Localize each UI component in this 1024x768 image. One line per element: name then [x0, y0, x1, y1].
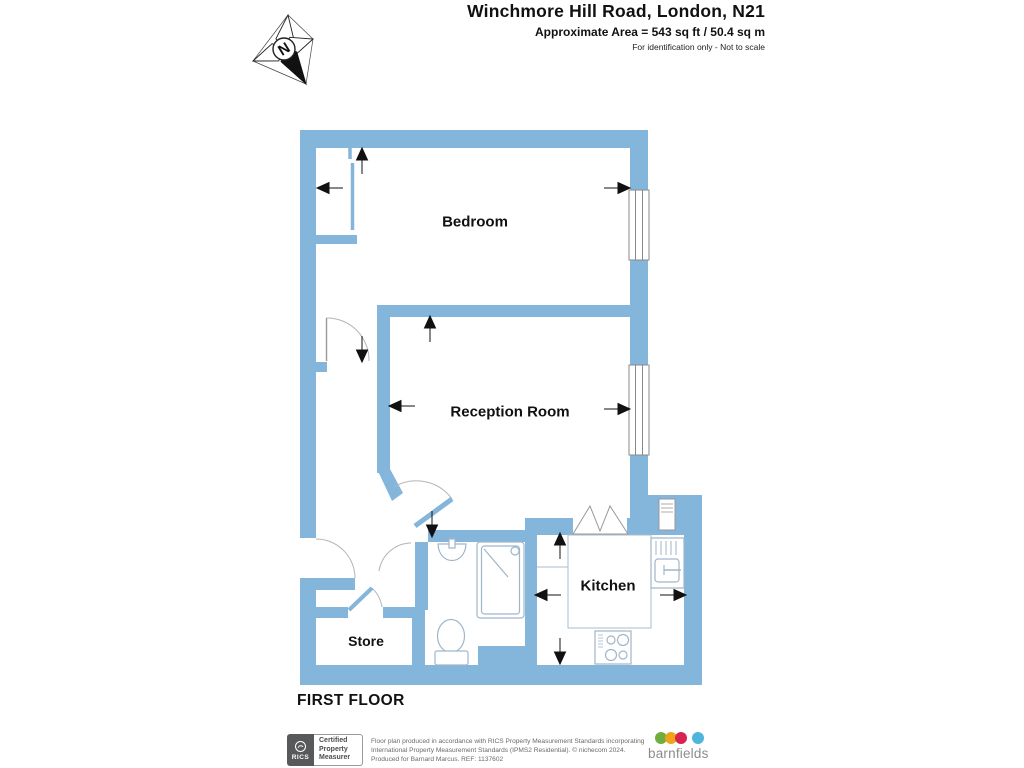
walls — [300, 130, 702, 685]
rics-certification: Certified Property Measurer — [314, 734, 363, 766]
disclaimer: Floor plan produced in accordance with R… — [371, 737, 663, 764]
floor-label: FIRST FLOOR — [297, 692, 405, 709]
compass-north-icon: N — [251, 13, 315, 86]
disclaimer-line: International Property Measurement Stand… — [371, 747, 626, 754]
rics-cert-line: Property — [319, 745, 348, 753]
bathroom-door — [378, 542, 412, 572]
rics-badge: RICS Certified Property Measurer — [287, 734, 363, 766]
brand-name: barnfields — [648, 746, 709, 761]
kitchen-sink — [650, 537, 685, 589]
header: Winchmore Hill Road, London, N21 Approxi… — [467, 0, 765, 52]
room-label-reception: Reception Room — [450, 403, 570, 421]
measurement-arrows — [315, 146, 688, 666]
rics-org-label: RICS — [291, 753, 310, 761]
bedroom-window — [628, 189, 650, 261]
approximate-area: Approximate Area = 543 sq ft / 50.4 sq m — [535, 25, 765, 39]
brand-logo: barnfields — [648, 730, 728, 761]
room-label-kitchen: Kitchen — [580, 577, 636, 595]
rics-cert-line: Certified — [319, 737, 348, 745]
store-door — [347, 586, 383, 612]
room-label-bedroom: Bedroom — [442, 213, 508, 231]
brand-dots-icon — [655, 732, 704, 744]
kitchen-bifold-door — [572, 504, 629, 535]
shower — [476, 541, 525, 619]
bathroom-sink — [437, 538, 467, 561]
bedroom-alcove-partition — [348, 148, 355, 230]
entrance-door — [315, 538, 356, 579]
toilet — [434, 618, 469, 666]
rics-logo: RICS — [287, 734, 314, 766]
rics-lion-icon — [295, 740, 306, 752]
boiler-flue — [658, 498, 676, 531]
reception-window — [628, 364, 650, 456]
disclaimer-line: Produced for Barnard Marcus. REF: 113760… — [371, 756, 504, 763]
disclaimer-line: Floor plan produced in accordance with R… — [371, 738, 645, 745]
rics-cert-line: Measurer — [319, 754, 351, 762]
reception-door — [393, 480, 454, 529]
page-title: Winchmore Hill Road, London, N21 — [467, 1, 765, 21]
bedroom-door — [325, 317, 370, 362]
identification-note: For identification only - Not to scale — [632, 42, 765, 52]
hob — [594, 630, 632, 665]
room-label-store: Store — [348, 633, 384, 649]
